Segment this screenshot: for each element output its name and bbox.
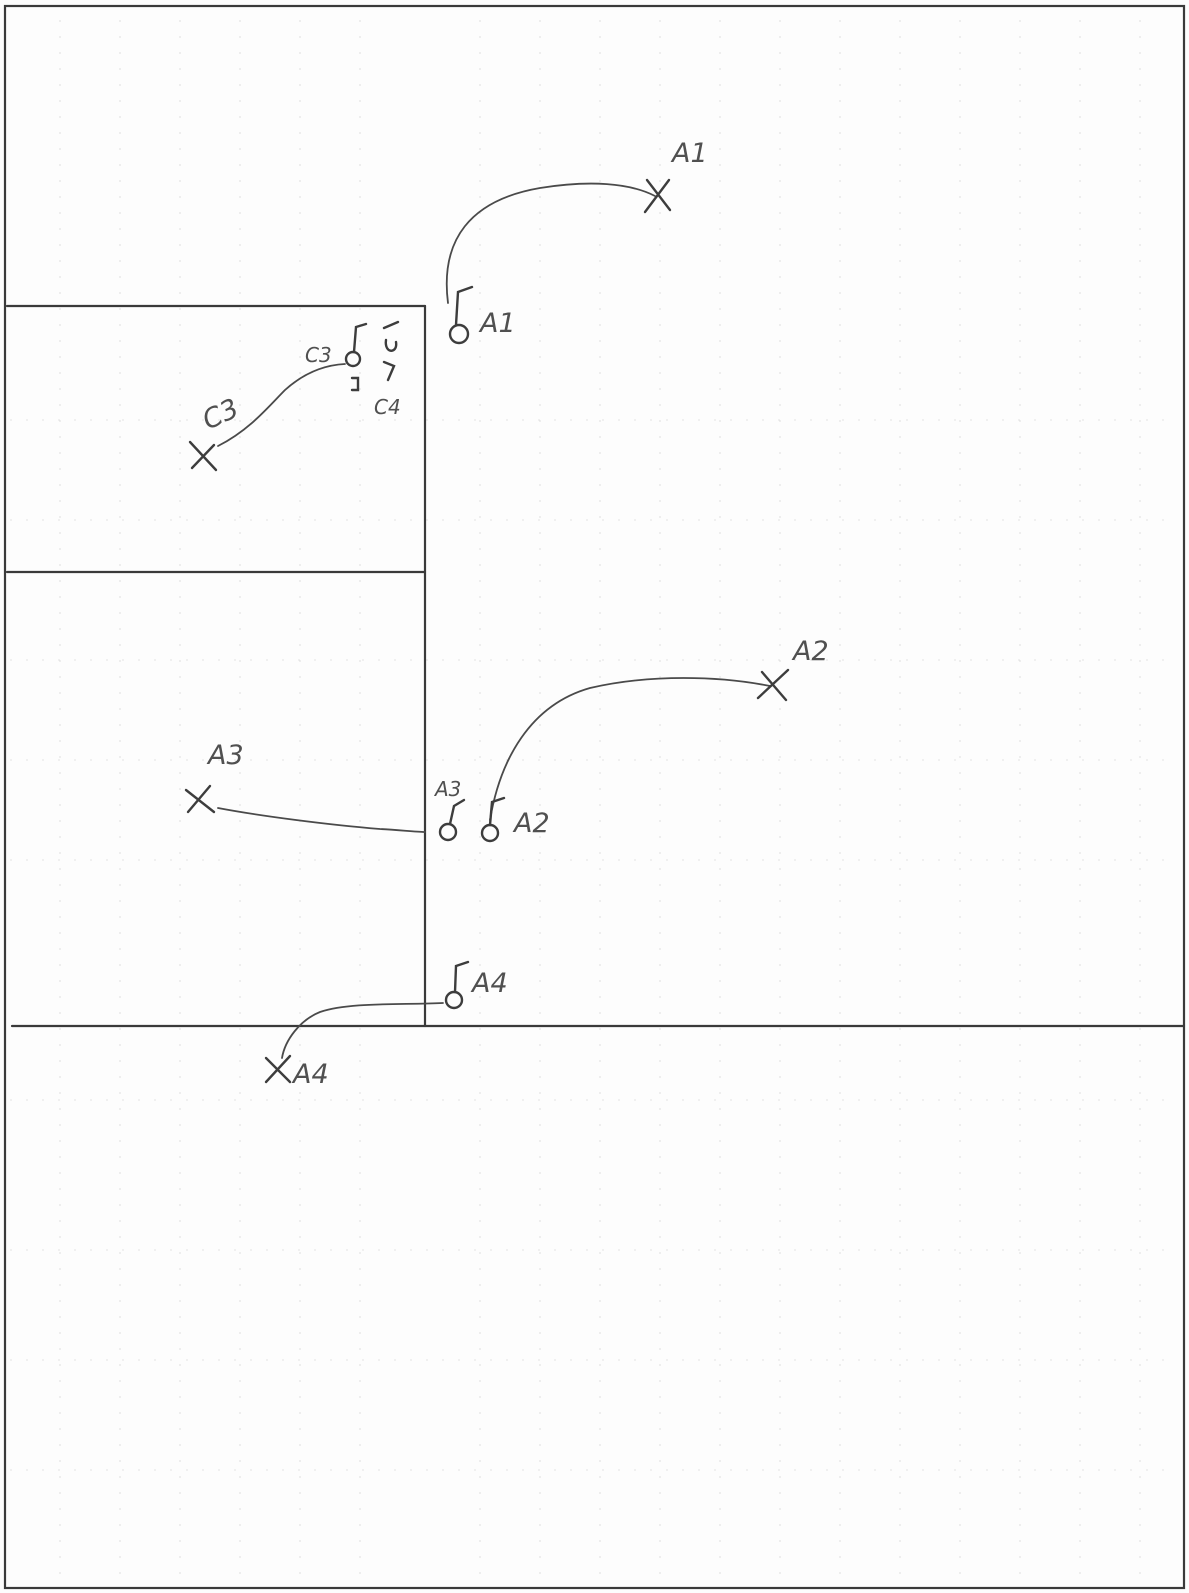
- cable-a4: [281, 1002, 444, 1059]
- label-c4-socket: C4: [374, 395, 401, 419]
- switch-c3-lever: [352, 322, 368, 354]
- circuit-a1: A1 A1: [445, 138, 708, 345]
- switch-a3-icon: [438, 822, 458, 842]
- label-a1-socket: A1: [478, 308, 516, 339]
- switch-c3-icon: [344, 350, 362, 368]
- light-c3-icon: [188, 440, 218, 472]
- label-a3-target: A3: [206, 740, 244, 771]
- light-a3-icon: [184, 784, 216, 814]
- circuit-a4: A4 A4: [264, 960, 508, 1090]
- label-a3-socket: A3: [433, 777, 461, 801]
- cable-a2: [489, 677, 771, 821]
- switch-a1-icon: [448, 323, 470, 345]
- label-a4-target: A4: [291, 1059, 329, 1090]
- switch-a2-lever: [488, 796, 506, 827]
- cable-a1: [445, 182, 656, 304]
- switch-a3-lever: [448, 798, 466, 826]
- label-a2-target: A2: [791, 636, 829, 667]
- light-a4-icon: [264, 1054, 292, 1084]
- outer-border: [3, 4, 1186, 1590]
- label-a2-socket: A2: [512, 808, 550, 839]
- switch-a2-icon: [480, 823, 500, 843]
- label-a4-socket: A4: [470, 968, 508, 999]
- circuit-c3-c4: C3 C3 C4: [188, 320, 401, 472]
- switch-a4-icon: [444, 990, 464, 1010]
- paper-grid: [10, 20, 1170, 1580]
- cable-a3: [217, 807, 426, 833]
- switch-a1-lever: [454, 285, 474, 327]
- label-c3-socket: C3: [305, 343, 332, 367]
- label-a1-target: A1: [670, 138, 708, 169]
- walls: [3, 4, 1186, 1590]
- light-a1-icon: [643, 178, 672, 214]
- light-a2-icon: [756, 668, 790, 702]
- circuit-a3: A3 A3: [184, 740, 466, 842]
- label-c3-target: C3: [198, 393, 244, 436]
- switch-c3-bracket: [350, 376, 360, 392]
- cable-c3: [217, 363, 346, 447]
- circuit-a2: A2 A2: [480, 636, 829, 843]
- switch-a4-lever: [453, 960, 470, 994]
- switch-c4-icon: [382, 320, 400, 382]
